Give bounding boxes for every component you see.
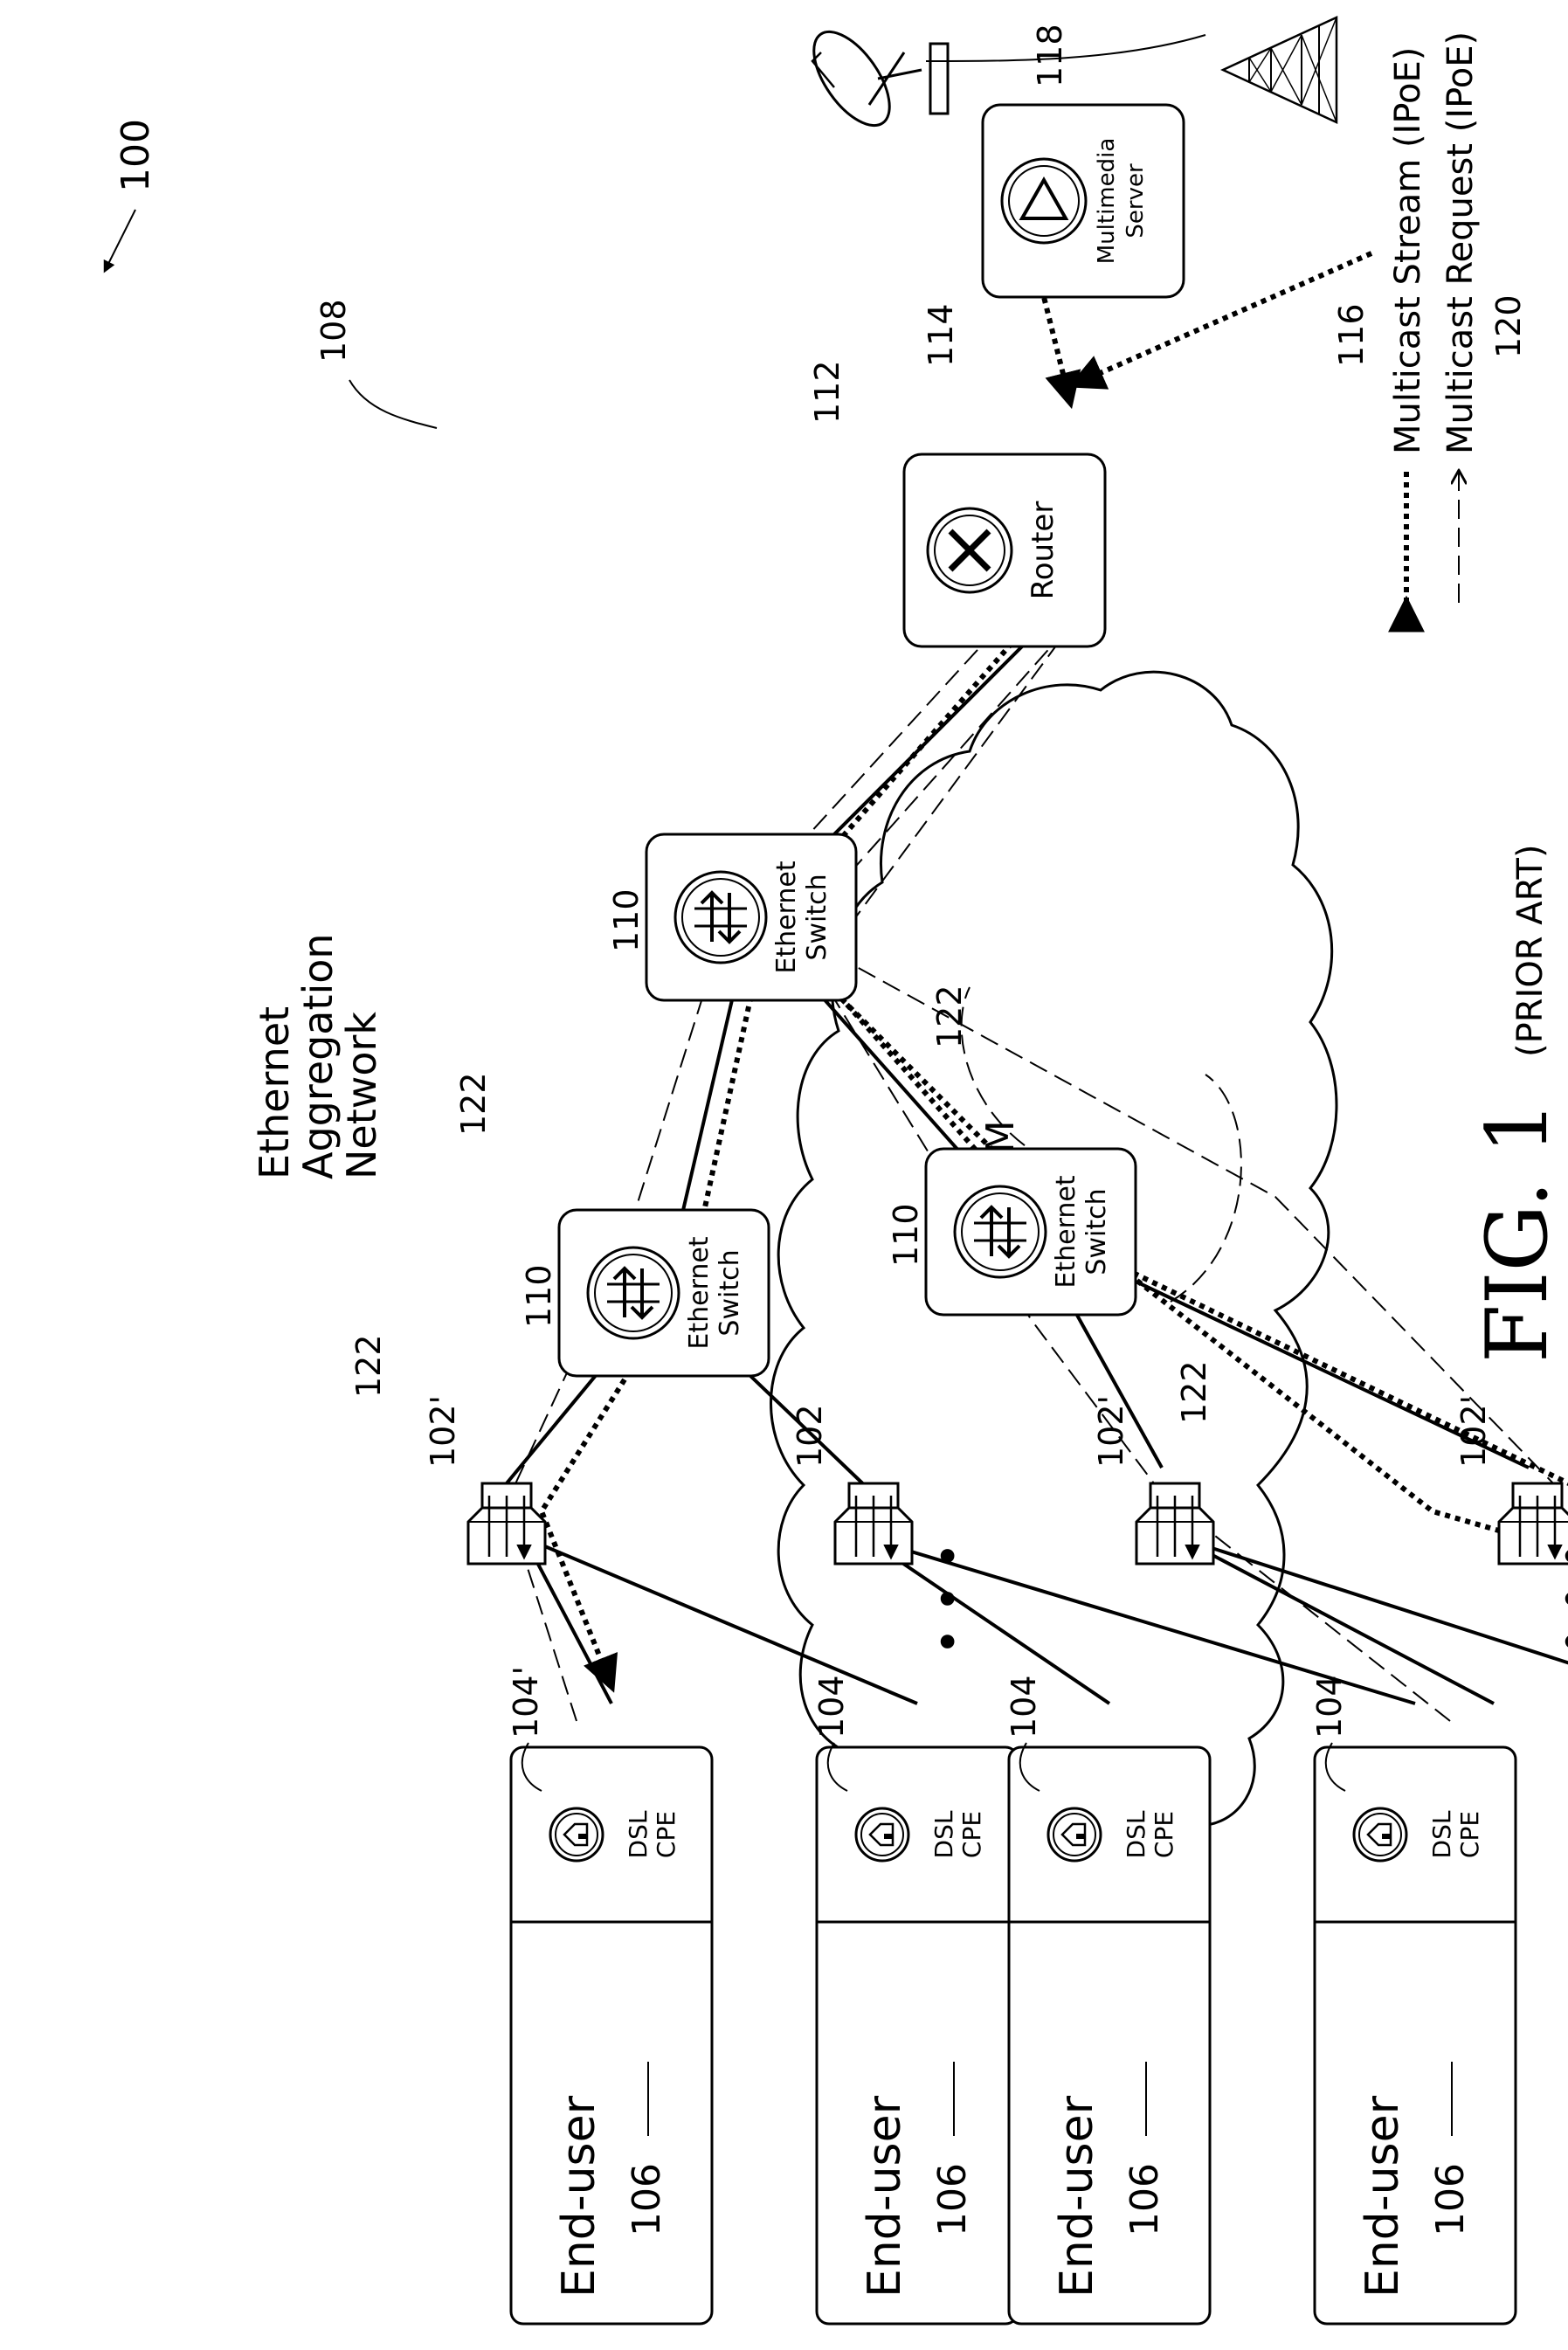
legend-stream-ref: 116 <box>1332 303 1371 367</box>
cpe-label-line1: DSL <box>624 1810 653 1858</box>
cpe-label-line1: DSL <box>929 1810 958 1858</box>
dslam-icon <box>468 1483 545 1564</box>
figure-ref: 100 <box>114 119 158 192</box>
sources-ref: 118 <box>1031 24 1069 87</box>
satellite-dish-icon <box>811 30 950 128</box>
figure-ref-arrow <box>103 209 136 273</box>
switch-label-line2: Switch <box>715 1249 745 1336</box>
dslam-node: 102' <box>424 1395 545 1564</box>
switch-label-line2: Switch <box>1081 1188 1112 1275</box>
house-icon <box>1352 1807 1408 1863</box>
end-user-label: End-user <box>1051 2095 1103 2298</box>
antenna-tower-icon <box>1220 16 1338 124</box>
switch-icon <box>953 1185 1047 1279</box>
dslam-ref: 102' <box>1454 1395 1493 1468</box>
cpe-ref: 104' <box>507 1666 545 1738</box>
cpe-label-line1: DSL <box>1122 1810 1150 1858</box>
dslam-node: 102' <box>1092 1395 1213 1564</box>
sources-ref-leader <box>925 34 1206 62</box>
figure-subtitle: (PRIOR ART) <box>1510 844 1551 1057</box>
cloud-label: Ethernet Aggregation Network <box>251 933 385 1179</box>
server-label-line2: Server <box>1122 163 1149 238</box>
dslam-node: 102' <box>1454 1395 1568 1564</box>
cpe-ref: 104 <box>812 1675 851 1738</box>
end-user-label: End-user <box>1357 2095 1409 2298</box>
end-user-label: End-user <box>553 2095 605 2298</box>
house-icon <box>1046 1807 1102 1863</box>
ellipsis-top: • • • <box>922 1542 977 1655</box>
router-node: Router <box>902 453 1107 648</box>
switch-label-line1: Ethernet <box>1051 1175 1081 1288</box>
house-icon <box>854 1807 910 1863</box>
cpe-label-line1: DSL <box>1427 1810 1456 1858</box>
ellipsis-bottom: • • • <box>1546 1542 1568 1655</box>
dslam-node: 102 <box>791 1404 912 1564</box>
figure-title: FIG. 1 <box>1468 1101 1566 1363</box>
end-user-ref: 106 <box>1428 2163 1473 2236</box>
cpe-ref-leader <box>826 1742 848 1792</box>
end-user-ref: 106 <box>625 2163 669 2236</box>
cpe-label-line2: CPE <box>1455 1811 1484 1858</box>
dslam-ref: 102' <box>424 1395 462 1468</box>
cpe-ref-leader <box>1019 1742 1040 1792</box>
legend: Multicast Stream (IPoE) 116 Multicast Re… <box>1332 31 1528 632</box>
link-ref-3: 122 <box>349 1334 388 1398</box>
end-user-ref: 106 <box>930 2163 975 2236</box>
svg-text:Aggregation: Aggregation <box>294 933 342 1179</box>
legend-request-label: Multicast Request (IPoE) <box>1440 31 1481 454</box>
legend-stream-label: Multicast Stream (IPoE) <box>1388 47 1428 454</box>
dslam-ref: 102' <box>1092 1395 1130 1468</box>
cpe-label-line2: CPE <box>1150 1811 1178 1858</box>
end-user-ref: 106 <box>1122 2163 1167 2236</box>
cloud-ref: 108 <box>314 299 353 363</box>
link-ref-1: 122 <box>454 1072 493 1136</box>
switch-ref: 110 <box>607 888 646 952</box>
dslam-group: 102' 102 102' 102' <box>424 1395 1568 1564</box>
switch-icon <box>586 1246 680 1340</box>
play-icon <box>1019 176 1069 220</box>
server-label-line1: Multimedia <box>1094 138 1120 265</box>
cloud-ref-leader <box>349 379 438 429</box>
link-ref-4: 122 <box>1175 1360 1213 1424</box>
switch-ref: 110 <box>520 1264 558 1328</box>
router-ref: 112 <box>808 360 846 424</box>
multimedia-server-node: Multimedia Server <box>981 103 1185 299</box>
svg-text:Ethernet: Ethernet <box>251 1006 298 1179</box>
cpe-ref: 104 <box>1310 1675 1349 1738</box>
legend-request-ref: 120 <box>1489 294 1528 358</box>
switch-label-line1: Ethernet <box>771 861 802 973</box>
switch-ref: 110 <box>887 1203 925 1267</box>
cpe-label-line2: CPE <box>957 1811 986 1858</box>
end-user-label: End-user <box>859 2095 911 2298</box>
svg-text:Network: Network <box>338 1012 385 1179</box>
dslam-ref: 102 <box>791 1404 829 1468</box>
router-label: Router <box>1026 501 1060 600</box>
cpe-label-line2: CPE <box>652 1811 680 1858</box>
cpe-ref-leader <box>521 1742 542 1792</box>
cpe-ref: 104 <box>1005 1675 1043 1738</box>
switch-icon <box>673 870 768 964</box>
switch-label-line1: Ethernet <box>684 1236 715 1349</box>
router-icon <box>948 529 991 572</box>
house-icon <box>549 1807 604 1863</box>
server-ref: 114 <box>922 303 960 367</box>
switch-label-line2: Switch <box>802 874 832 960</box>
cpe-ref-leader <box>1324 1742 1346 1792</box>
link-ref-2: 122 <box>930 985 969 1048</box>
